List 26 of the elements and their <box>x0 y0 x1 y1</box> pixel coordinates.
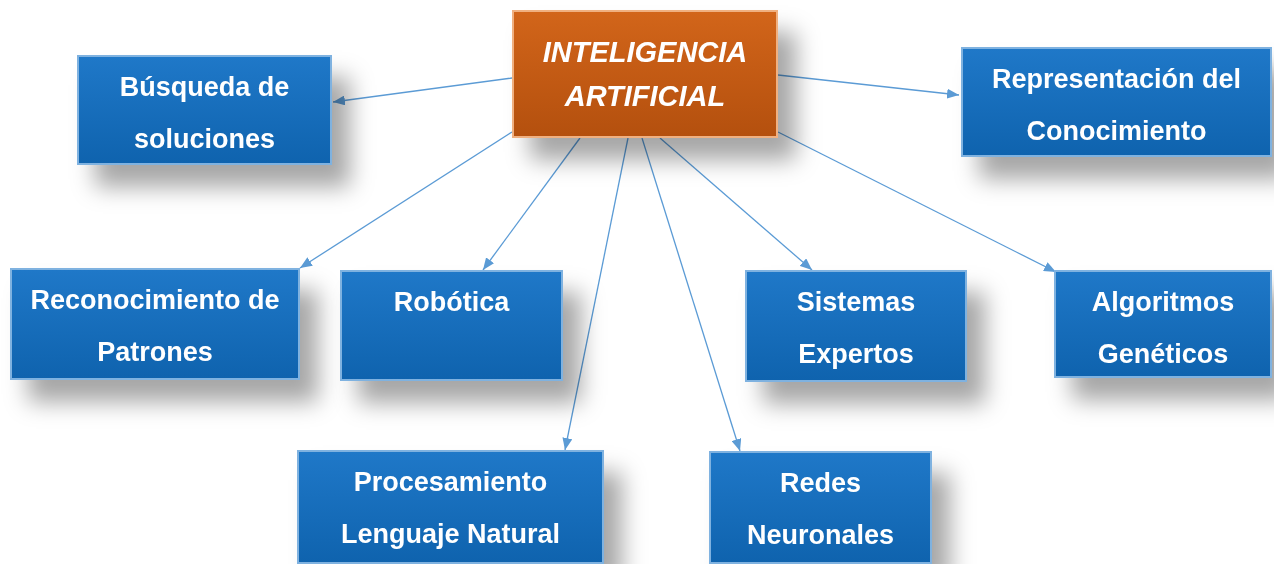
topic-box <box>709 451 932 564</box>
topic-label: Robótica <box>393 286 510 319</box>
topic-box <box>1054 270 1272 378</box>
topic-label: Sistemas Expertos <box>795 286 917 371</box>
topic-box <box>961 47 1272 157</box>
topic-box <box>10 268 300 380</box>
topic-label: Procesamiento Lenguaje Natural <box>339 466 561 551</box>
topic-box <box>745 270 967 382</box>
arrow <box>777 74 960 99</box>
main-topic-box <box>512 10 778 138</box>
topic-box <box>77 55 332 165</box>
arrow <box>659 137 813 271</box>
topic-box <box>297 450 604 564</box>
arrow <box>777 131 1057 273</box>
topic-label: Representación del Conocimiento <box>990 63 1243 148</box>
arrow <box>562 137 629 451</box>
arrow <box>332 77 513 106</box>
arrow <box>299 131 513 269</box>
topic-label: Reconocimiento de Patrones <box>29 284 281 369</box>
topic-label: Redes Neuronales <box>745 467 896 552</box>
topic-label: Algoritmos Genéticos <box>1090 286 1236 371</box>
topic-box <box>340 270 563 381</box>
arrow <box>482 137 581 271</box>
arrow <box>641 137 742 452</box>
topic-label: Búsqueda de soluciones <box>118 71 291 156</box>
topic-label: INTELIGENCIA ARTIFICIAL <box>541 35 749 114</box>
